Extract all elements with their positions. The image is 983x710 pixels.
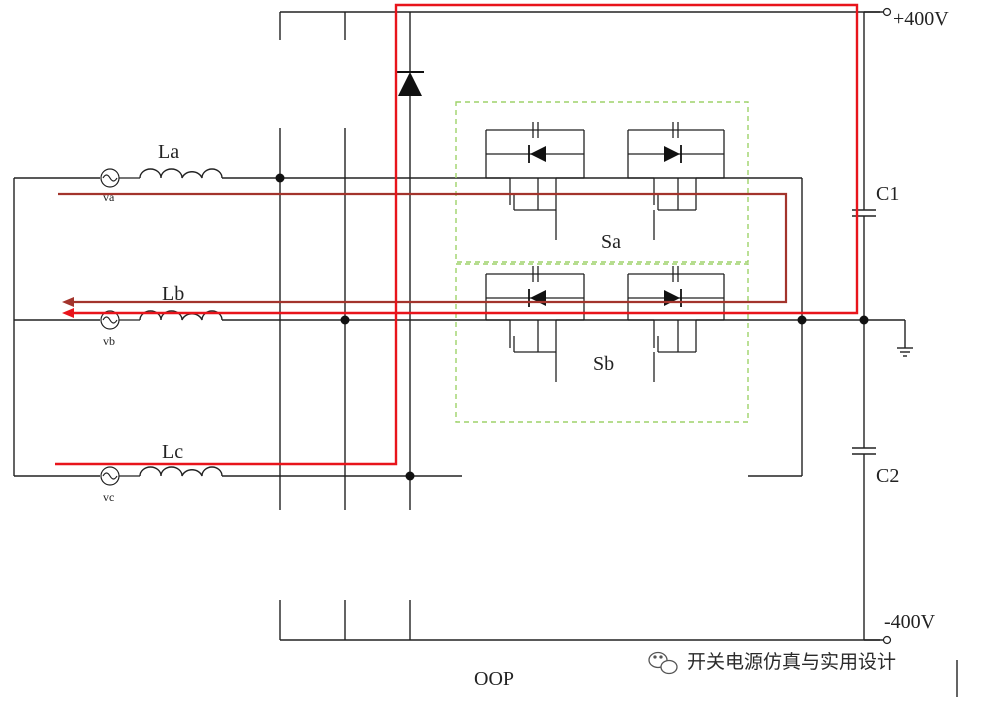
watermark-text: 开关电源仿真与实用设计 bbox=[687, 651, 896, 673]
label-pos-rail: +400V bbox=[893, 8, 949, 30]
mosfet-sa-left bbox=[485, 122, 585, 240]
label-la: La bbox=[158, 141, 179, 163]
label-vc: vc bbox=[103, 490, 114, 504]
label-neg-rail: -400V bbox=[884, 611, 936, 633]
label-c2: C2 bbox=[876, 465, 899, 487]
rectifier-diode bbox=[396, 71, 424, 96]
diode-sa-right bbox=[664, 145, 682, 163]
junction-dots bbox=[275, 173, 869, 481]
diode-sa-left bbox=[528, 145, 546, 163]
pos-terminal bbox=[882, 7, 892, 17]
mosfet-sa-right bbox=[627, 122, 725, 240]
mosfet-sb-right bbox=[627, 266, 725, 382]
label-va: va bbox=[103, 190, 115, 204]
ac-source-va bbox=[100, 168, 140, 188]
current-path-red bbox=[55, 3, 859, 466]
switch-module-sa bbox=[455, 101, 749, 263]
neg-terminal bbox=[882, 635, 892, 645]
diode-sb-right bbox=[664, 289, 682, 307]
inductor-lc bbox=[139, 466, 223, 477]
label-bottom: OOP bbox=[474, 668, 514, 690]
label-c1: C1 bbox=[876, 183, 899, 205]
arrow-dark bbox=[62, 297, 74, 307]
switch-module-sb bbox=[455, 263, 749, 423]
label-lc: Lc bbox=[162, 441, 183, 463]
label-lb: Lb bbox=[162, 283, 184, 305]
wechat-logo-icon bbox=[648, 651, 678, 675]
label-vb: vb bbox=[103, 334, 115, 348]
capacitor-c2 bbox=[852, 447, 876, 455]
wiring bbox=[13, 11, 958, 697]
inductor-la bbox=[139, 168, 223, 179]
ac-source-vc bbox=[100, 466, 140, 486]
mosfet-sb-left bbox=[485, 266, 585, 382]
label-sa: Sa bbox=[601, 231, 621, 253]
arrow-red bbox=[62, 308, 74, 318]
capacitor-c1 bbox=[852, 209, 876, 217]
current-path-dark bbox=[58, 192, 788, 304]
diode-sb-left bbox=[528, 289, 546, 307]
ac-source-vb bbox=[100, 310, 140, 330]
label-sb: Sb bbox=[593, 353, 614, 375]
